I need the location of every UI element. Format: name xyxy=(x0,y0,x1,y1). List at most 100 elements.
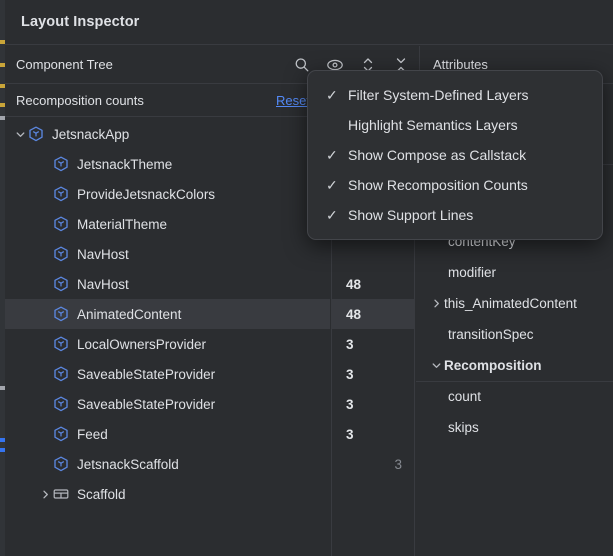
attribute-label: count xyxy=(448,389,482,404)
recomposition-counts-label: Recomposition counts xyxy=(16,93,144,108)
gutter-mark xyxy=(0,84,5,88)
twisty-spacer xyxy=(38,239,52,269)
tree-row[interactable]: NavHost xyxy=(5,239,330,269)
attribute-row[interactable]: skips xyxy=(416,412,613,443)
eye-icon[interactable] xyxy=(325,55,345,75)
recomposition-count-value: 3 xyxy=(346,426,354,442)
gutter-mark xyxy=(0,40,5,44)
compose-node-icon xyxy=(52,275,70,293)
component-tree-header: Component Tree xyxy=(5,46,420,83)
tree-row-label: ProvideJetsnackColors xyxy=(77,186,216,202)
twisty-spacer xyxy=(38,209,52,239)
reset-link[interactable]: Reset xyxy=(276,93,310,108)
attributes-header: Attributes xyxy=(421,46,613,83)
tree-row[interactable]: JetsnackApp xyxy=(5,119,330,149)
recomposition-count-value: 3 xyxy=(394,456,402,472)
tree-row[interactable]: Scaffold xyxy=(5,479,330,509)
attribute-label: this_AnimatedContent xyxy=(444,296,577,311)
menu-item-label: Show Compose as Callstack xyxy=(348,147,527,163)
tree-row-label: JetsnackScaffold xyxy=(77,456,179,472)
recomposition-count-cell: 3 xyxy=(332,449,414,479)
menu-item-label: Filter System-Defined Layers xyxy=(348,87,529,103)
tree-row-label: NavHost xyxy=(77,246,129,262)
layout-view-icon xyxy=(52,485,70,503)
compose-node-icon xyxy=(52,395,70,413)
recomposition-count-value: 48 xyxy=(346,306,362,322)
tree-row[interactable]: ProvideJetsnackColors xyxy=(5,179,330,209)
attributes-section-header[interactable]: Recomposition xyxy=(416,350,613,381)
twisty-spacer xyxy=(38,359,52,389)
check-icon: ✓ xyxy=(326,206,338,223)
twisty-spacer xyxy=(432,319,448,350)
toolbar-icon-group xyxy=(292,46,411,83)
compose-node-icon xyxy=(52,305,70,323)
tree-row-label: JetsnackApp xyxy=(52,126,130,142)
tree-row-label: MaterialTheme xyxy=(77,216,168,232)
compose-node-icon xyxy=(52,365,70,383)
twisty-spacer xyxy=(432,381,448,412)
attribute-label: modifier xyxy=(448,265,497,280)
twisty-spacer xyxy=(38,329,52,359)
recomposition-count-cell: 48 xyxy=(332,299,414,329)
chevron-down-icon[interactable] xyxy=(13,119,27,149)
compose-node-icon xyxy=(52,425,70,443)
page-title: Layout Inspector xyxy=(21,14,140,30)
compose-node-icon xyxy=(52,245,70,263)
menu-item[interactable]: ✓ Show Recomposition Counts xyxy=(308,170,602,200)
attribute-label: skips xyxy=(448,420,479,435)
gutter-mark xyxy=(0,103,5,107)
menu-item-label: Show Recomposition Counts xyxy=(348,177,528,193)
menu-item[interactable]: ✓ Filter System-Defined Layers xyxy=(308,80,602,110)
gutter-mark xyxy=(0,116,5,120)
tree-row[interactable]: LocalOwnersProvider xyxy=(5,329,330,359)
recomposition-count-cell: 48 xyxy=(332,269,414,299)
recomposition-count-value: 3 xyxy=(346,396,354,412)
attribute-label: transitionSpec xyxy=(448,327,534,342)
attribute-row[interactable]: this_AnimatedContent xyxy=(416,288,613,319)
search-icon[interactable] xyxy=(292,55,312,75)
tree-row[interactable]: NavHost xyxy=(5,269,330,299)
gutter-mark xyxy=(0,63,5,67)
recomposition-count-value: 3 xyxy=(346,336,354,352)
attribute-row[interactable]: count xyxy=(416,381,613,412)
recomposition-count-cell xyxy=(332,479,414,509)
attribute-row[interactable]: modifier xyxy=(416,257,613,288)
twisty-spacer xyxy=(38,149,52,179)
check-icon: ✓ xyxy=(326,86,338,103)
tree-row-label: SaveableStateProvider xyxy=(77,366,216,382)
menu-item[interactable]: Highlight Semantics Layers xyxy=(308,110,602,140)
tree-row-label: SaveableStateProvider xyxy=(77,396,216,412)
menu-item[interactable]: ✓Show Support Lines xyxy=(308,200,602,230)
marker-gutter[interactable] xyxy=(0,0,5,556)
compose-node-icon xyxy=(52,185,70,203)
tree-row[interactable]: SaveableStateProvider xyxy=(5,389,330,419)
gutter-mark xyxy=(0,438,5,442)
tree-row-label: Feed xyxy=(77,426,108,442)
gutter-mark xyxy=(0,448,5,452)
tree-row[interactable]: JetsnackTheme xyxy=(5,149,330,179)
title-bar: Layout Inspector xyxy=(5,0,613,45)
chevron-right-icon[interactable] xyxy=(428,288,444,319)
tree-row[interactable]: SaveableStateProvider xyxy=(5,359,330,389)
tree-row-label: JetsnackTheme xyxy=(77,156,173,172)
chevron-down-icon[interactable] xyxy=(428,350,444,381)
attribute-row[interactable]: transitionSpec xyxy=(416,319,613,350)
tree-row[interactable]: Feed xyxy=(5,419,330,449)
chevron-right-icon[interactable] xyxy=(38,479,52,509)
tree-row[interactable]: JetsnackScaffold xyxy=(5,449,330,479)
collapse-all-icon[interactable] xyxy=(391,55,411,75)
tree-row[interactable]: AnimatedContent xyxy=(5,299,330,329)
recomposition-count-cell: 3 xyxy=(332,389,414,419)
tree-row[interactable]: MaterialTheme xyxy=(5,209,330,239)
attributes-divider xyxy=(416,381,613,382)
recomposition-count-value: 3 xyxy=(346,366,354,382)
compose-node-icon xyxy=(27,125,45,143)
tree-row-label: LocalOwnersProvider xyxy=(77,336,207,352)
attributes-label: Attributes xyxy=(433,57,488,72)
menu-item[interactable]: ✓Show Compose as Callstack xyxy=(308,140,602,170)
check-icon: ✓ xyxy=(326,176,338,193)
compose-node-icon xyxy=(52,335,70,353)
